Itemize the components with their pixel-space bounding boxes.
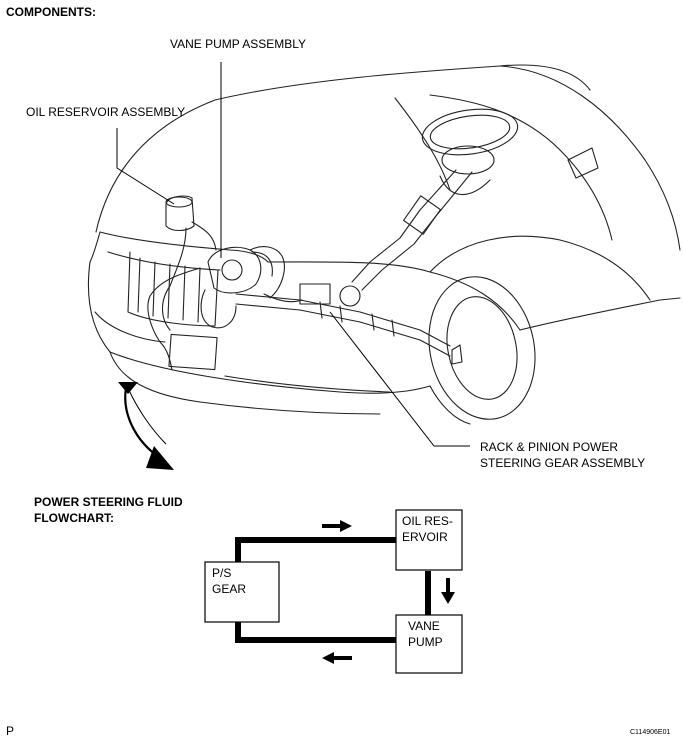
car-front-bumper — [87, 261, 431, 394]
car-license-plate — [168, 333, 218, 371]
hose-reservoir-to-pump — [191, 221, 217, 251]
footer-figure-id: C114906E01 — [630, 729, 671, 736]
vane-pump-body — [207, 246, 262, 294]
node-vane-pump-label-1: VANE — [408, 619, 440, 633]
car-headlight — [99, 231, 269, 263]
leader-line-rack — [329, 311, 470, 447]
leader-line-oil-reservoir — [116, 128, 175, 205]
node-ps-gear-label-2: GEAR — [212, 582, 247, 596]
label-vane-pump-assembly: VANE PUMP ASSEMBLY — [170, 37, 307, 51]
steering-column — [351, 169, 457, 283]
node-vane-pump-label-2: PUMP — [408, 635, 443, 649]
label-rack-pinion-line2: STEERING GEAR ASSEMBLY — [480, 456, 646, 470]
car-fender — [267, 261, 521, 331]
car-hood-outline — [95, 64, 591, 233]
node-vane-pump — [395, 614, 463, 674]
flowchart-title-line1: POWER STEERING FLUID — [34, 495, 183, 509]
car-front-wheel — [428, 276, 536, 420]
node-ps-gear — [204, 561, 280, 623]
node-ps-gear-label-1: P/S — [212, 566, 232, 580]
car-windshield — [429, 94, 613, 241]
hose-cooler — [147, 267, 201, 371]
node-oil-reservoir-label-2: ERVOIR — [402, 530, 448, 544]
curved-pointer-arrow — [118, 382, 174, 470]
label-oil-reservoir-assembly: OIL RESERVOIR ASSEMBLY — [26, 105, 186, 119]
car-roof-line — [499, 65, 681, 251]
footer-left-code: P — [6, 724, 15, 738]
node-oil-reservoir — [395, 509, 463, 571]
flowchart — [204, 509, 463, 674]
page-title: COMPONENTS: — [6, 5, 96, 19]
flow-arrow-left — [322, 652, 352, 664]
car-side-mirror — [567, 147, 599, 179]
steering-wheel — [421, 108, 519, 156]
flow-arrow-down — [441, 578, 455, 604]
flowchart-title-line2: FLOWCHART: — [34, 511, 114, 525]
steering-rack — [235, 293, 451, 347]
node-oil-reservoir-label-1: OIL RES- — [402, 514, 453, 528]
car-grille — [127, 251, 219, 327]
car-side-sill — [519, 297, 681, 331]
flow-arrow-right — [322, 520, 352, 532]
label-rack-pinion-line1: RACK & PINION POWER — [480, 440, 619, 454]
